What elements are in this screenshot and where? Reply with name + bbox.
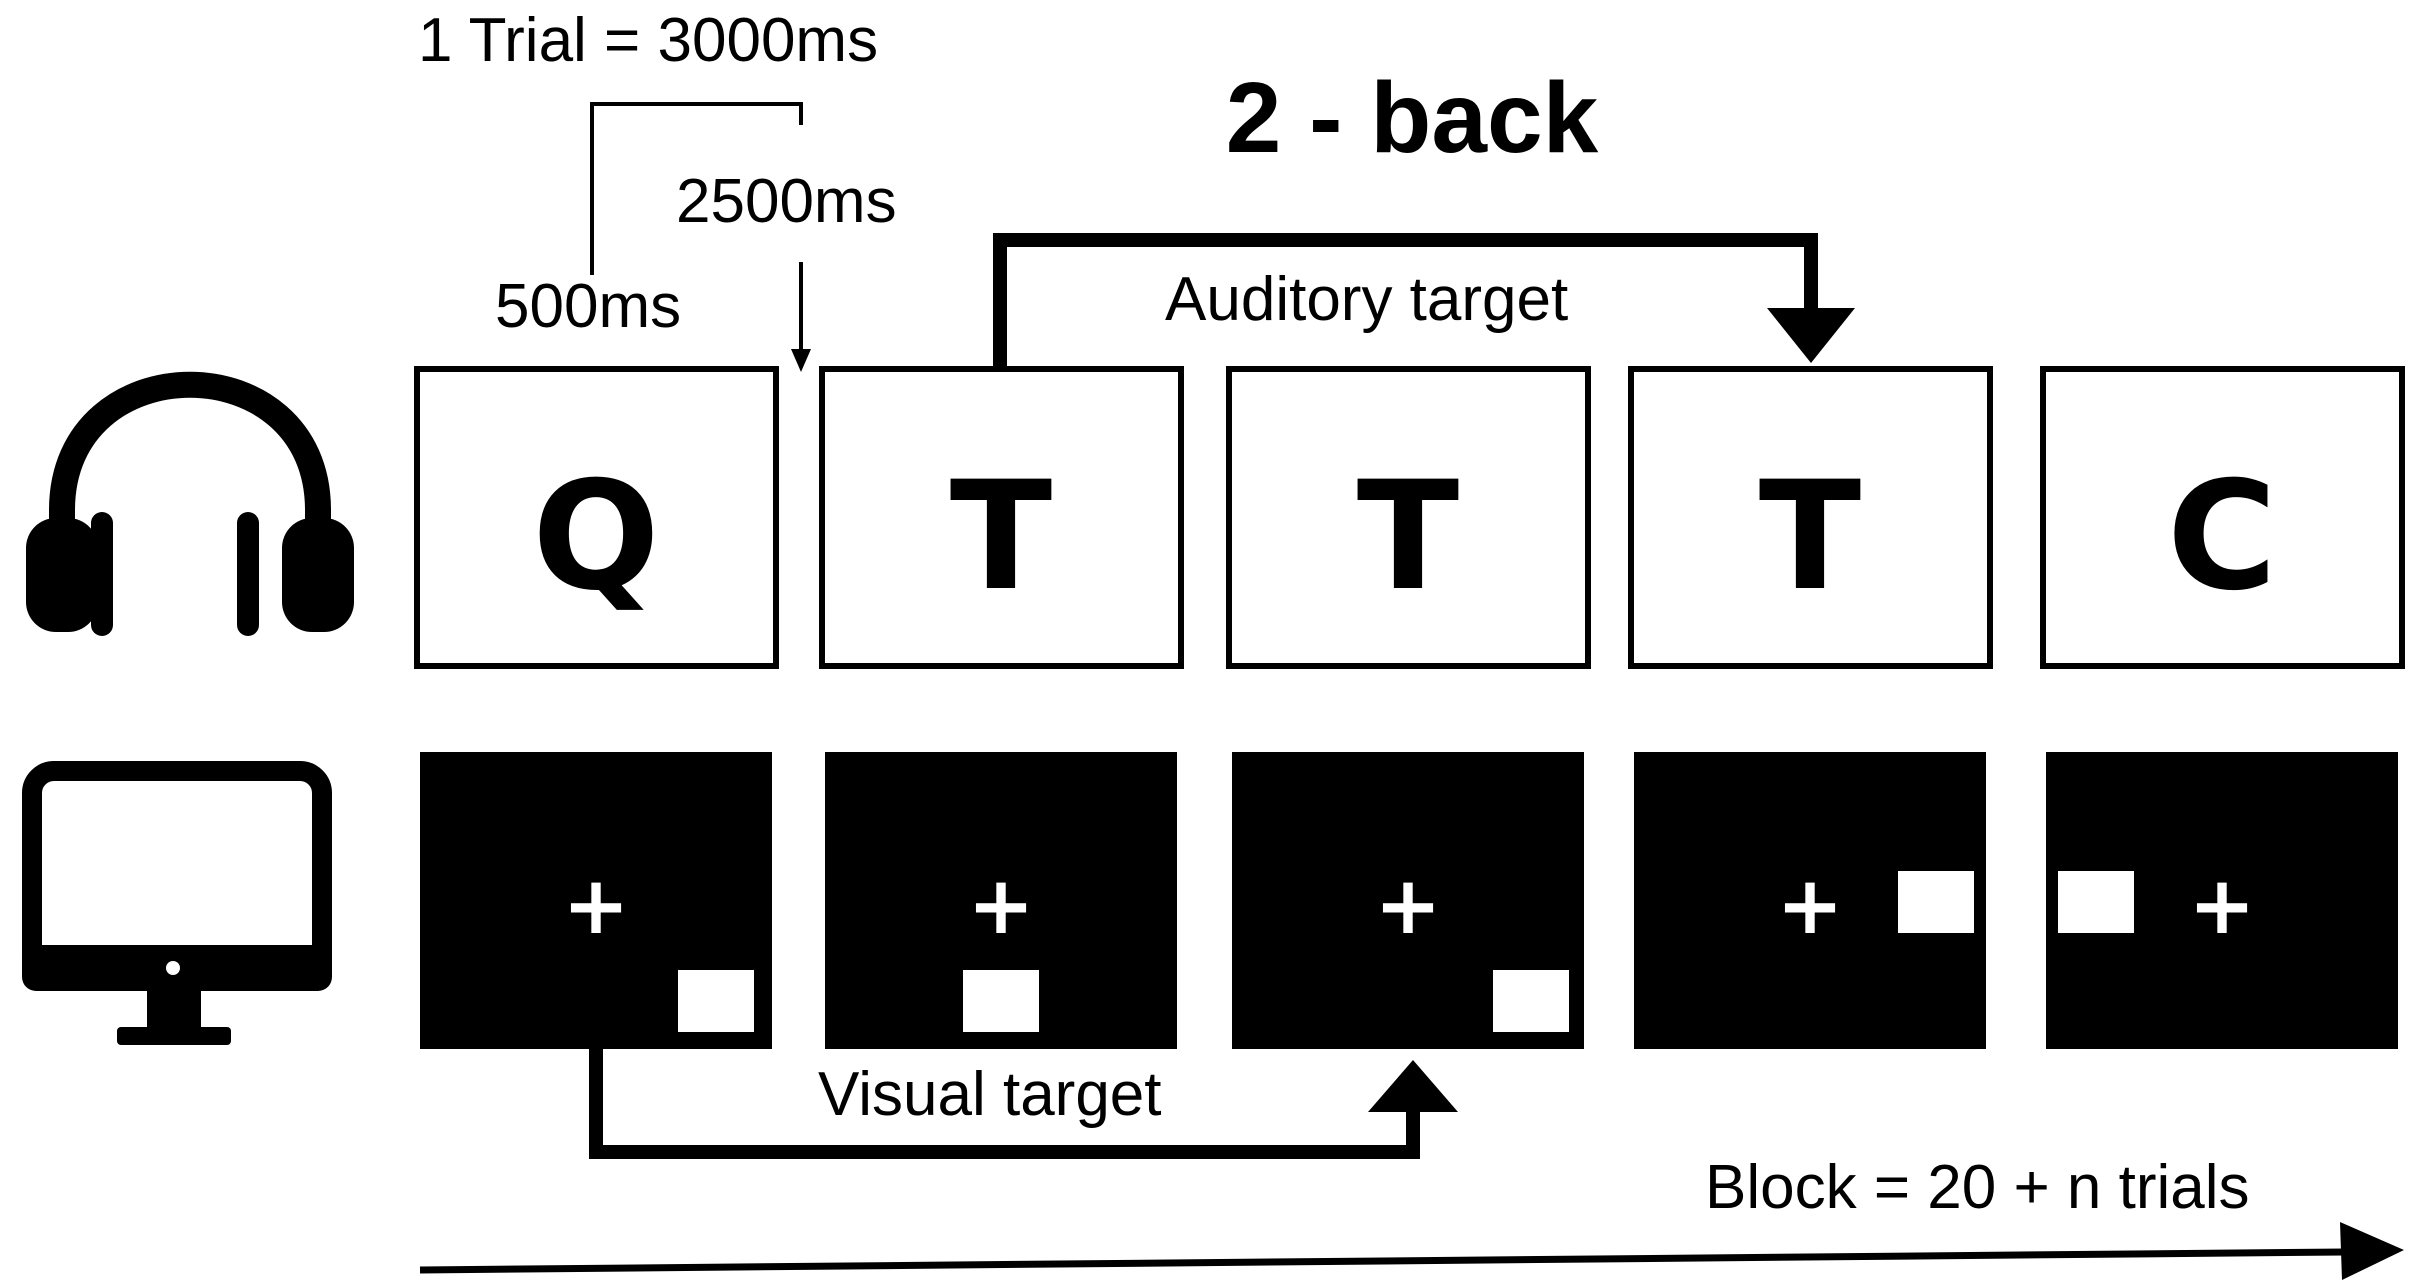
fixation-cross: +	[562, 859, 629, 952]
task-title: 2 - back	[1226, 62, 1599, 174]
fixation-cross: +	[1374, 859, 1441, 952]
headphones-icon	[26, 371, 354, 636]
stimulus-duration-label: 500ms	[495, 272, 681, 341]
visual-target-arrowhead	[1368, 1060, 1458, 1112]
isi-duration-label: 2500ms	[676, 167, 897, 236]
fixation-cross: +	[2188, 859, 2255, 952]
block-length-label: Block = 20 + n trials	[1705, 1153, 2250, 1222]
visual-square	[963, 970, 1039, 1032]
auditory-box-1: Q	[414, 366, 779, 669]
visual-target-arrow	[589, 1049, 1420, 1159]
auditory-letter: T	[1357, 450, 1459, 624]
auditory-target-label: Auditory target	[1165, 265, 1568, 334]
auditory-letter: T	[950, 450, 1052, 624]
visual-square	[678, 970, 754, 1032]
auditory-box-5: C	[2040, 366, 2405, 669]
auditory-box-4: T	[1628, 366, 1993, 669]
visual-target-label: Visual target	[818, 1060, 1162, 1129]
auditory-letter: Q	[532, 450, 660, 624]
visual-square	[2058, 871, 2134, 933]
visual-screen-1: +	[420, 752, 772, 1049]
timeline-axis	[419, 1248, 2346, 1274]
visual-screen-5: +	[2046, 752, 2398, 1049]
auditory-target-arrowhead	[1767, 308, 1855, 363]
auditory-box-3: T	[1226, 366, 1591, 669]
auditory-letter: C	[2167, 450, 2277, 624]
timeline-arrowhead	[2340, 1222, 2404, 1280]
isi-pointer-arrowhead	[791, 349, 811, 372]
trial-bracket	[590, 102, 803, 275]
auditory-box-2: T	[819, 366, 1184, 669]
visual-square	[1898, 871, 1974, 933]
monitor-icon	[22, 761, 332, 1045]
visual-screen-2: +	[825, 752, 1177, 1049]
visual-square	[1493, 970, 1569, 1032]
auditory-target-arrow	[993, 233, 1818, 368]
visual-screen-4: +	[1634, 752, 1986, 1049]
auditory-letter: T	[1759, 450, 1861, 624]
visual-screen-3: +	[1232, 752, 1584, 1049]
trial-duration-label: 1 Trial = 3000ms	[418, 6, 878, 75]
fixation-cross: +	[967, 859, 1034, 952]
fixation-cross: +	[1776, 859, 1843, 952]
